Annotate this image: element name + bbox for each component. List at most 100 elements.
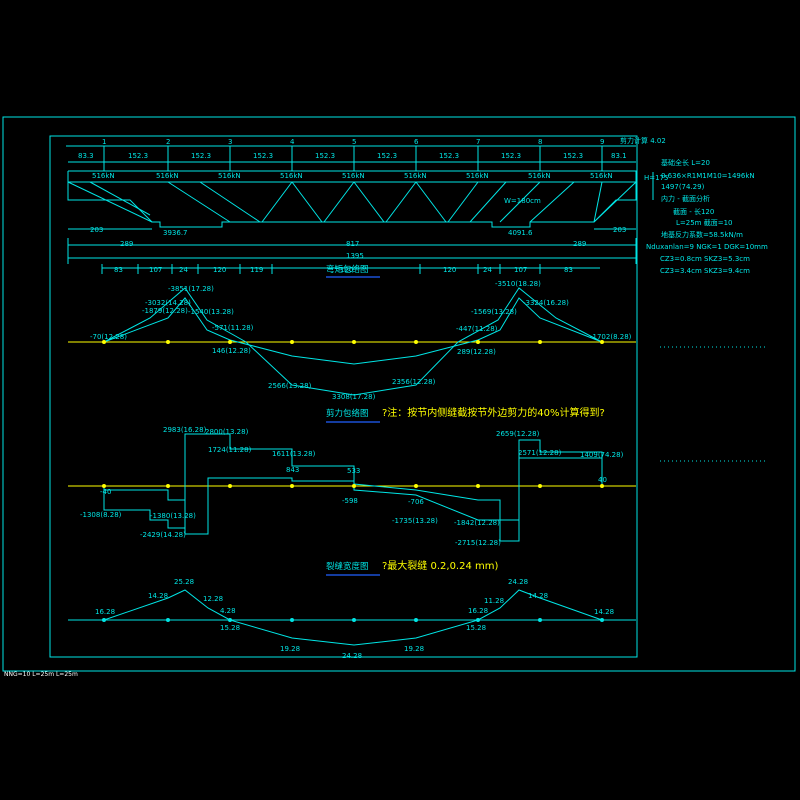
crack-label: 14.28 <box>528 592 548 600</box>
node-point <box>228 340 232 344</box>
moment-label: -571(11.28) <box>212 324 254 332</box>
shear-label: 1724(11.28) <box>208 446 252 454</box>
moment-label: -3032(14.28) <box>145 299 191 307</box>
load-label: 516kN <box>280 172 303 180</box>
dim-right: 289 <box>573 240 586 248</box>
shear-label: 1409(74.28) <box>580 451 624 459</box>
spacing-value: 152.3 <box>439 152 459 160</box>
node-point <box>290 340 294 344</box>
shear-label: 2659(12.28) <box>496 430 540 438</box>
load-label: 516kN <box>404 172 427 180</box>
crack-label: 12.28 <box>203 595 223 603</box>
truss-diagonal <box>291 181 323 223</box>
moment-dim-label: 120 <box>340 266 353 274</box>
dim-mid: 817 <box>346 240 359 248</box>
beam-outline <box>67 170 637 228</box>
truss-diagonal <box>167 181 231 223</box>
truss-diagonal <box>447 181 479 223</box>
moment-dim-label: 83 <box>564 266 573 274</box>
section3-note: ?最大裂缝 0.2,0.24 mm) <box>382 559 498 572</box>
truss-diagonal <box>593 181 603 223</box>
pier-left-value: 3936.7 <box>163 229 188 237</box>
inner-frame <box>49 135 638 658</box>
moment-label: -3324(16.28) <box>523 299 569 307</box>
node-point <box>290 484 294 488</box>
support-number: 6 <box>414 138 419 146</box>
shear-label: -1308(8.28) <box>80 511 122 519</box>
side-note-9: CZ3=0.8cm SKZ3=5.3cm <box>660 255 750 263</box>
shear-envelope: 剪力包络图 ?注：按节内侧缝截按节外边剪力的40%计算得到? 2983(16.2… <box>68 406 636 547</box>
crack-width-diagram: 裂缝宽度图 ?最大裂缝 0.2,0.24 mm) 25.28 14.28 12.… <box>68 559 636 660</box>
crack-label: 4.28 <box>220 607 236 615</box>
spacing-value: 83.1 <box>611 152 627 160</box>
section2-title: 剪力包络图 <box>326 408 369 419</box>
section1-title: 弯矩包络图 <box>326 264 369 275</box>
truss-diagonal <box>385 181 417 223</box>
node-point <box>476 484 480 488</box>
node-point <box>352 484 356 488</box>
crack-label: 11.28 <box>484 597 504 605</box>
moment-label: 2356(12.28) <box>392 378 436 386</box>
moment-label: -70(12.28) <box>90 333 127 341</box>
w-label: W=180cm <box>504 197 541 205</box>
shear-label: -2429(14.28) <box>140 531 186 539</box>
spacing-value: 152.3 <box>377 152 397 160</box>
spacing-value: 152.3 <box>253 152 273 160</box>
shear-curve-upper <box>103 433 603 529</box>
truss-diagonal <box>499 181 541 223</box>
load-label: 516kN <box>528 172 551 180</box>
moment-dim-label: 24 <box>483 266 492 274</box>
moment-label: 2566(13.28) <box>268 382 312 390</box>
side-note-4: 内力 - 截面分析 <box>661 194 710 203</box>
crack-label: 25.28 <box>174 578 194 586</box>
crack-label: 19.28 <box>280 645 300 653</box>
spacing-value: 152.3 <box>128 152 148 160</box>
shear-label: -40 <box>100 488 111 496</box>
crack-label: 14.28 <box>594 608 614 616</box>
moment-label: 3308(17.28) <box>332 393 376 401</box>
pier-right-value: 4091.6 <box>508 229 533 237</box>
side-left: 203 <box>90 226 103 234</box>
crack-label: 19.28 <box>404 645 424 653</box>
shear-label: -1842(12.28) <box>454 519 500 527</box>
truss-diagonal <box>415 181 447 223</box>
moment-label: -3510(18.28) <box>495 280 541 288</box>
side-right: 203 <box>613 226 626 234</box>
node-point <box>102 340 106 344</box>
moment-dim-label: 24 <box>179 266 188 274</box>
side-note-7: 地基反力系数=58.5kN/m <box>661 230 743 239</box>
shear-label: 1611(13.28) <box>272 450 316 458</box>
moment-dim-label: 120 <box>213 266 226 274</box>
spacing-value: 152.3 <box>501 152 521 160</box>
side-note-2: 0.636×R1M1M10=1496kN <box>661 172 755 180</box>
crack-label: 24.28 <box>342 652 362 660</box>
top-right-note: 剪力计算 4.02 <box>620 136 666 145</box>
shear-label: 2571(12.28) <box>518 449 562 457</box>
section3-title: 裂缝宽度图 <box>326 561 369 572</box>
node-point <box>538 484 542 488</box>
moment-label: -447(11.28) <box>456 325 498 333</box>
shear-label: 843 <box>286 466 299 474</box>
node-point <box>414 618 418 622</box>
shear-label: -1380(13.28) <box>150 512 196 520</box>
support-number: 1 <box>102 138 106 146</box>
crack-label: 15.28 <box>220 624 240 632</box>
dim-left: 289 <box>120 240 133 248</box>
support-number: 2 <box>166 138 170 146</box>
node-point <box>290 618 294 622</box>
moment-curve-upper <box>103 297 603 365</box>
node-point <box>228 484 232 488</box>
node-point <box>538 340 542 344</box>
side-notes: 基础全长 L=20 0.636×R1M1M10=1496kN 1497(74.2… <box>646 158 768 275</box>
side-note-1: 基础全长 L=20 <box>661 158 710 167</box>
truss-diagonal <box>593 181 637 223</box>
height-label: H=175 <box>644 174 669 182</box>
moment-label: -1879(12.28) <box>142 307 188 315</box>
truss-diagonal <box>199 181 261 223</box>
support-number: 3 <box>228 138 232 146</box>
moment-dim-label: 107 <box>149 266 162 274</box>
shear-label: -598 <box>342 497 358 505</box>
side-note-3: 1497(74.29) <box>661 183 705 191</box>
